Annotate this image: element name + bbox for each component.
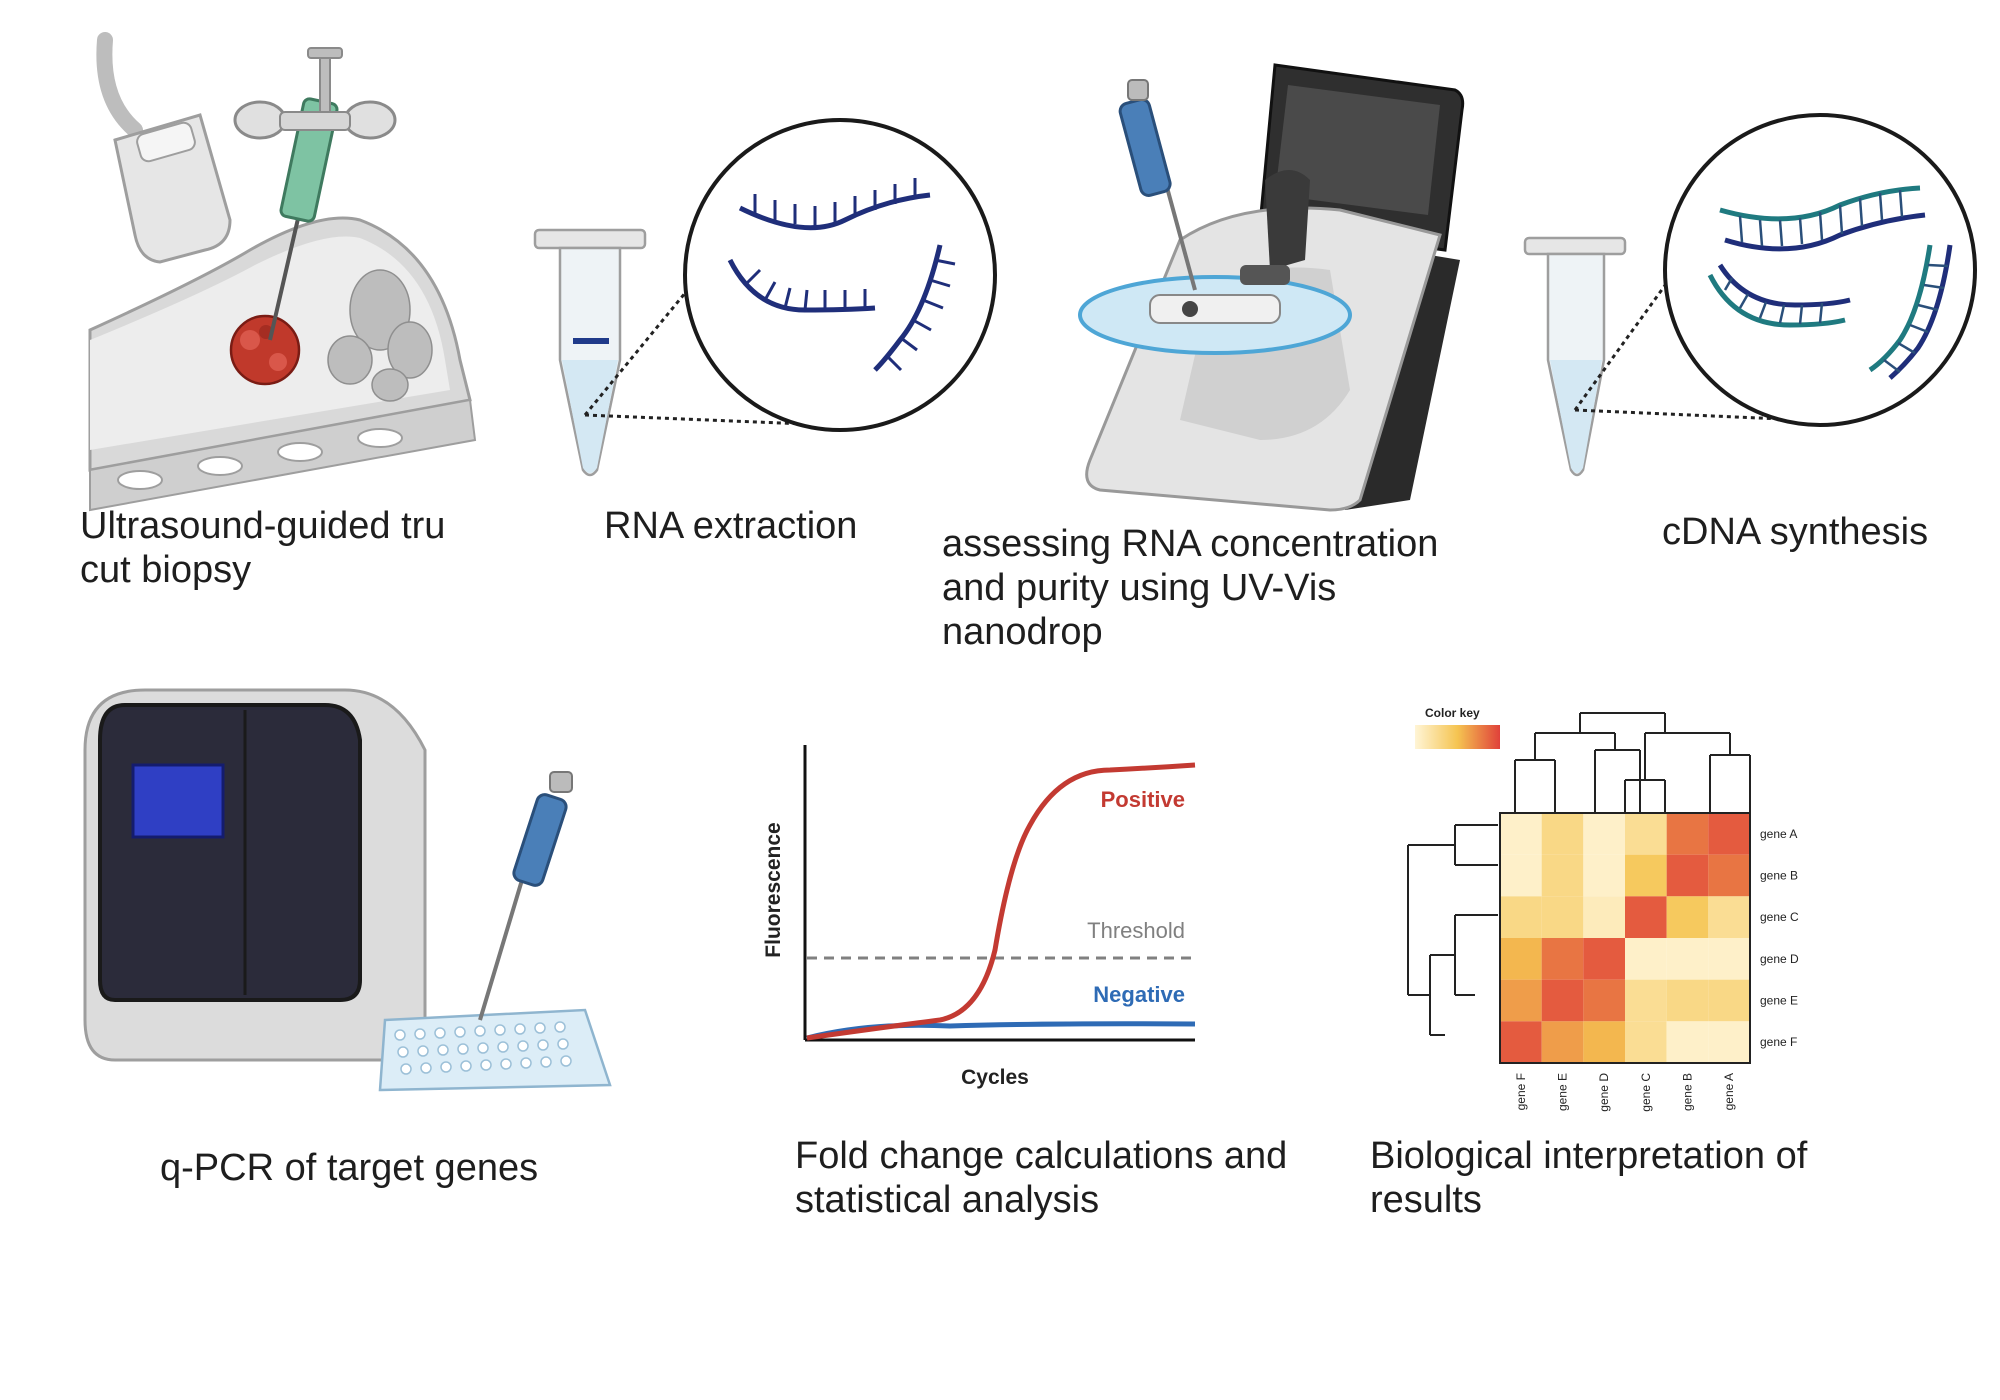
microcentrifuge-tube-icon	[1523, 236, 1627, 477]
heatmap-cell	[1708, 979, 1750, 1022]
heatmap-row-label: gene B	[1760, 869, 1798, 883]
heatmap-cell	[1583, 896, 1625, 938]
heatmap-grid	[1500, 813, 1750, 1063]
column-dendrogram	[1514, 712, 1751, 813]
step-nanodrop-label: assessing RNA concentration and purity u…	[942, 523, 1439, 653]
heatmap-figure: Color key gene A gene B gene C gene D gene E…	[1407, 706, 1799, 1112]
heatmap-cell	[1666, 979, 1709, 1022]
color-key-label: Color key	[1425, 706, 1480, 720]
heatmap-cell	[1708, 813, 1750, 855]
step-cdna-label: cDNA synthesis	[1662, 511, 1929, 553]
heatmap-cell	[1500, 938, 1542, 980]
heatmap-cell	[1500, 1021, 1542, 1063]
heatmap-col-label: gene C	[1639, 1073, 1653, 1112]
heatmap-cell	[1625, 896, 1667, 938]
x-axis-label: Cycles	[961, 1066, 1029, 1089]
positive-label: Positive	[1101, 787, 1185, 812]
qpcr-machine-illustration	[83, 688, 612, 1092]
heatmap-row-label: gene F	[1760, 1035, 1797, 1049]
negative-label: Negative	[1093, 982, 1185, 1007]
heatmap-col-label: gene F	[1514, 1073, 1528, 1110]
threshold-label: Threshold	[1087, 918, 1185, 943]
amplification-plot: Positive Threshold Negative Cycles Fluor…	[762, 745, 1196, 1089]
heatmap-col-label: gene A	[1722, 1073, 1736, 1110]
heatmap-cell	[1541, 938, 1584, 980]
ultrasound-probe-icon	[96, 32, 232, 264]
step-biopsy-label: Ultrasound-guided tru cut biopsy	[80, 505, 446, 591]
pipette-icon	[478, 771, 573, 1021]
row-dendrogram	[1407, 824, 1498, 1036]
color-key-bar	[1415, 725, 1500, 749]
heatmap-col-label: gene B	[1681, 1073, 1695, 1111]
heatmap-cell	[1583, 813, 1625, 855]
heatmap-cell	[1500, 813, 1542, 855]
heatmap-col-label: gene D	[1597, 1073, 1611, 1112]
step-fold-change-label: Fold change calculations and statistical…	[795, 1135, 1288, 1221]
tumor-icon	[229, 314, 301, 386]
heatmap-cell	[1625, 979, 1667, 1022]
qpcr-display-icon	[131, 763, 225, 839]
heatmap-cell	[1583, 938, 1625, 980]
heatmap-cell	[1708, 938, 1750, 980]
heatmap-cell	[1541, 854, 1584, 897]
heatmap-row-label: gene A	[1760, 827, 1797, 841]
nanodrop-illustration	[1078, 63, 1465, 512]
heatmap-cell	[1583, 854, 1625, 897]
cdna-synthesis-illustration	[1523, 113, 1977, 477]
heatmap-cell	[1541, 1021, 1584, 1063]
heatmap-cell	[1583, 979, 1625, 1022]
well-plate-icon	[378, 1008, 612, 1092]
heatmap-cell	[1708, 896, 1750, 938]
positive-curve	[806, 762, 1196, 1041]
heatmap-cell	[1708, 854, 1750, 897]
y-axis-label: Fluorescence	[762, 822, 785, 957]
cdna-double-strand-icon	[1707, 185, 1953, 380]
heatmap-cell	[1666, 813, 1709, 855]
heatmap-cell	[1666, 1021, 1709, 1063]
rna-extraction-illustration	[533, 118, 997, 477]
heatmap-row-label: gene E	[1760, 994, 1798, 1008]
heatmap-cell	[1666, 854, 1709, 897]
biopsy-needle-icon	[233, 47, 397, 341]
nanodrop-screen-icon	[1258, 63, 1465, 252]
step-interpretation-label: Biological interpretation of results	[1370, 1135, 1808, 1221]
heatmap-cell	[1625, 938, 1667, 980]
heatmap-cell	[1541, 813, 1584, 855]
heatmap-cell	[1541, 896, 1584, 938]
heatmap-cell	[1625, 813, 1667, 855]
heatmap-col-label: gene E	[1556, 1073, 1570, 1111]
microcentrifuge-tube-icon	[533, 228, 647, 477]
heatmap-cell	[1708, 1021, 1750, 1063]
heatmap-cell	[1666, 938, 1709, 980]
heatmap-cell	[1625, 1021, 1667, 1063]
step-qpcr-label: q-PCR of target genes	[160, 1147, 539, 1189]
step-rna-extraction-label: RNA extraction	[604, 505, 858, 547]
heatmap-cell	[1583, 1021, 1625, 1063]
heatmap-cell	[1666, 896, 1709, 938]
biopsy-illustration	[88, 32, 477, 512]
heatmap-cell	[1500, 979, 1542, 1022]
heatmap-cell	[1625, 854, 1667, 897]
heatmap-cell	[1541, 979, 1584, 1022]
heatmap-cell	[1500, 854, 1542, 897]
heatmap-cell	[1500, 896, 1542, 938]
heatmap-row-label: gene C	[1760, 910, 1799, 924]
heatmap-row-label: gene D	[1760, 952, 1799, 966]
pipette-icon	[1118, 79, 1197, 291]
